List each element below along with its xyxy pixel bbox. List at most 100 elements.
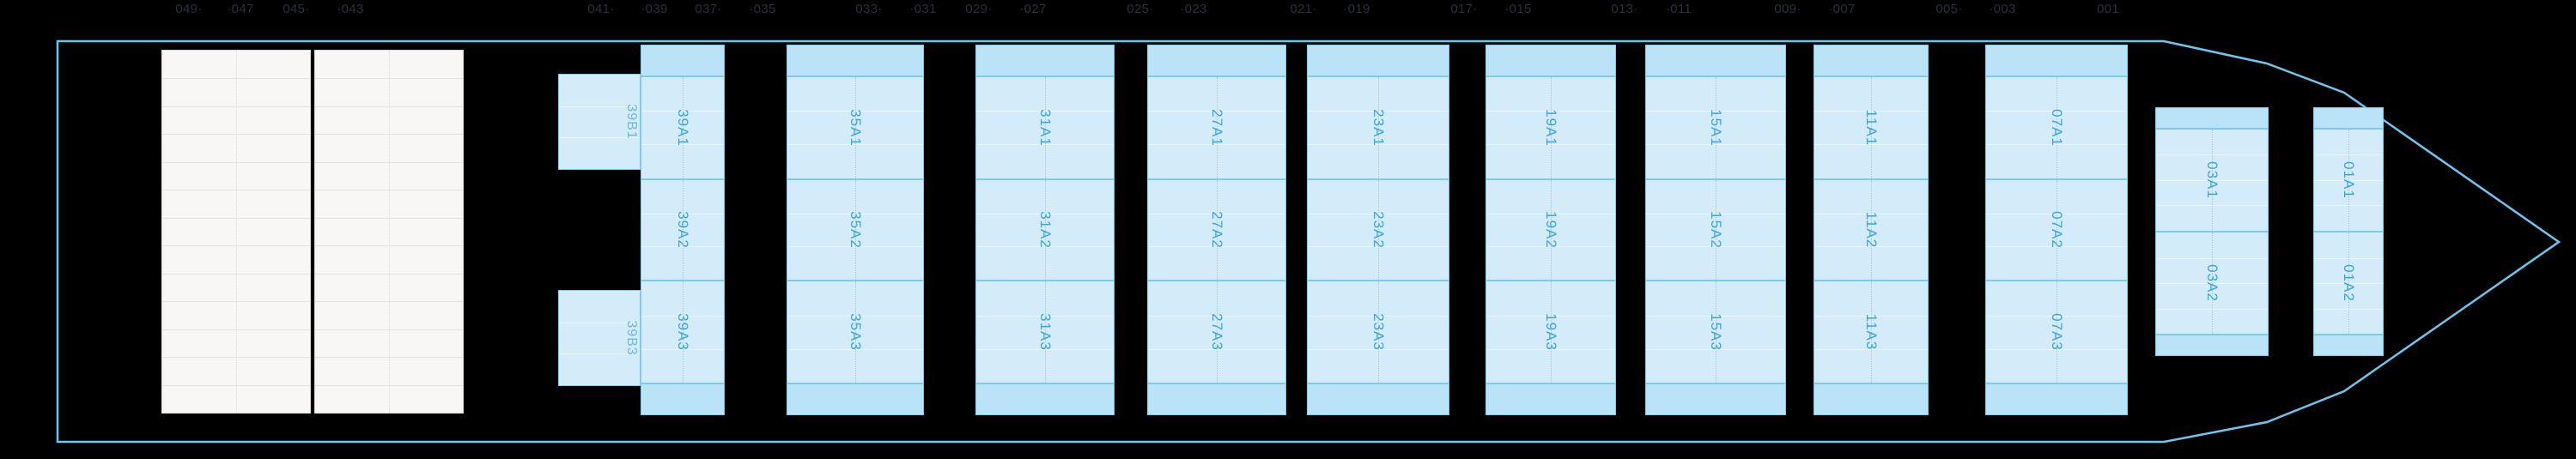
container-bay-39[interactable]: 39A1 39A2 39A3 [641,45,725,415]
bay-tier-23A3[interactable]: 23A3 [1307,281,1449,384]
bay-centreline [1217,179,1218,281]
deck-band-top[interactable] [2313,107,2384,129]
ruler-tick-047: ·047 [227,2,254,16]
container-bay-11[interactable]: 11A1 11A2 11A3 [1814,45,1929,415]
deck-band-top[interactable] [1147,45,1286,76]
bay-centreline [1217,281,1218,384]
container-bay-19[interactable]: 19A1 19A2 19A3 [1485,45,1616,415]
sub-bay-slot-39B3[interactable]: 39B3 [558,290,641,386]
bay-tier-11A2[interactable]: 11A2 [1814,178,1929,281]
bay-tier-label: 11A1 [1863,109,1880,146]
deck-band-top[interactable] [641,45,725,76]
bay-centreline [1217,76,1218,178]
bay-tier-15A2[interactable]: 15A2 [1645,178,1786,281]
deck-band-bottom[interactable] [787,384,924,415]
ruler-tick-019: ·019 [1343,2,1370,16]
deck-band-top[interactable] [1645,45,1786,76]
bay-tier-label: 35A3 [848,313,864,352]
bay-tier-11A3[interactable]: 11A3 [1814,281,1929,384]
bay-tier-35A2[interactable]: 35A2 [787,178,924,281]
container-bay-07[interactable]: 07A1 07A2 07A3 [1985,45,2128,415]
bay-centreline [2212,232,2213,335]
deck-band-bottom[interactable] [1307,384,1449,415]
bay-tier-label: 19A1 [1543,108,1559,147]
ruler-tick-031: ·031 [909,2,937,16]
bay-centreline [1378,179,1379,281]
bay-tier-19A2[interactable]: 19A2 [1485,178,1616,281]
container-bay-23[interactable]: 23A1 23A2 23A3 [1307,45,1449,415]
container-bay-27[interactable]: 27A1 27A2 27A3 [1147,45,1286,415]
bay-tier-27A2[interactable]: 27A2 [1147,178,1286,281]
bay-tier-35A3[interactable]: 35A3 [787,281,924,384]
bay-tier-39A3[interactable]: 39A3 [641,281,725,384]
deck-band-top[interactable] [787,45,924,76]
deck-band-top[interactable] [975,45,1115,76]
bay-tier-11A1[interactable]: 11A1 [1814,75,1929,179]
deck-band-bottom[interactable] [1147,384,1286,415]
deck-band-top[interactable] [1814,45,1929,76]
bay-tier-31A3[interactable]: 31A3 [975,281,1115,384]
deck-band-bottom[interactable] [2313,335,2384,356]
bay-tier-label: 01A1 [2341,160,2357,199]
ruler-tick-007: ·007 [1828,2,1856,16]
bay-tier-27A3[interactable]: 27A3 [1147,281,1286,384]
empty-hold[interactable] [161,50,311,414]
bay-tier-19A1[interactable]: 19A1 [1485,75,1616,179]
ruler-tick-005: 005· [1935,2,1963,16]
bay-tier-label: 23A3 [1370,313,1387,352]
ruler-tick-021: 021· [1290,2,1317,16]
empty-hold[interactable] [314,50,464,414]
bay-tier-15A1[interactable]: 15A1 [1645,75,1786,179]
sub-bay-label: 39B3 [624,320,639,356]
container-bay-31[interactable]: 31A1 31A2 31A3 [975,45,1115,415]
deck-band-top[interactable] [1485,45,1616,76]
bay-tier-label: 07A2 [2049,211,2065,249]
bay-tier-31A1[interactable]: 31A1 [975,75,1115,179]
container-bay-01[interactable]: 01A1 01A2 [2313,107,2384,356]
bay-tier-23A2[interactable]: 23A2 [1307,178,1449,281]
bay-centreline [855,76,856,178]
deck-band-bottom[interactable] [1814,384,1929,415]
bay-centreline [1551,281,1552,384]
bay-tier-07A2[interactable]: 07A2 [1985,178,2128,281]
bay-tier-23A1[interactable]: 23A1 [1307,75,1449,179]
bay-tier-label: 19A2 [1543,211,1559,249]
bay-tier-27A1[interactable]: 27A1 [1147,75,1286,179]
ruler-tick-037: 037· [695,2,722,16]
bay-tier-label: 31A2 [1037,211,1054,249]
deck-band-bottom[interactable] [2155,335,2269,356]
bay-tier-39A2[interactable]: 39A2 [641,178,725,281]
deck-band-top[interactable] [1985,45,2128,76]
deck-band-top[interactable] [2155,107,2269,129]
bay-centreline [1045,76,1046,178]
bay-tier-15A3[interactable]: 15A3 [1645,281,1786,384]
bay-tier-07A1[interactable]: 07A1 [1985,75,2128,179]
bay-centreline [1551,76,1552,178]
bay-tier-03A1[interactable]: 03A1 [2155,128,2269,232]
deck-band-bottom[interactable] [1985,384,2128,415]
bay-tier-31A2[interactable]: 31A2 [975,178,1115,281]
bay-centreline [1871,281,1872,384]
bay-tier-01A1[interactable]: 01A1 [2313,128,2384,232]
deck-band-bottom[interactable] [1645,384,1786,415]
bay-tier-03A2[interactable]: 03A2 [2155,231,2269,335]
bay-tier-01A2[interactable]: 01A2 [2313,231,2384,335]
deck-band-bottom[interactable] [1485,384,1616,415]
bay-tier-label: 39A2 [675,211,691,249]
deck-band-bottom[interactable] [641,384,725,415]
sub-bay-slot-39B1[interactable]: 39B1 [558,74,641,170]
bay-tier-label: 11A3 [1863,313,1880,351]
bay-tier-19A3[interactable]: 19A3 [1485,281,1616,384]
deck-band-bottom[interactable] [975,384,1115,415]
deck-band-top[interactable] [1307,45,1449,76]
bay-tier-label: 27A2 [1209,211,1225,249]
bay-tier-label: 23A1 [1370,108,1387,147]
ruler-tick-009: 009· [1774,2,1801,16]
ruler-tick-023: ·023 [1180,2,1207,16]
bay-tier-35A1[interactable]: 35A1 [787,75,924,179]
bay-tier-07A3[interactable]: 07A3 [1985,281,2128,384]
bay-tier-39A1[interactable]: 39A1 [641,75,725,179]
